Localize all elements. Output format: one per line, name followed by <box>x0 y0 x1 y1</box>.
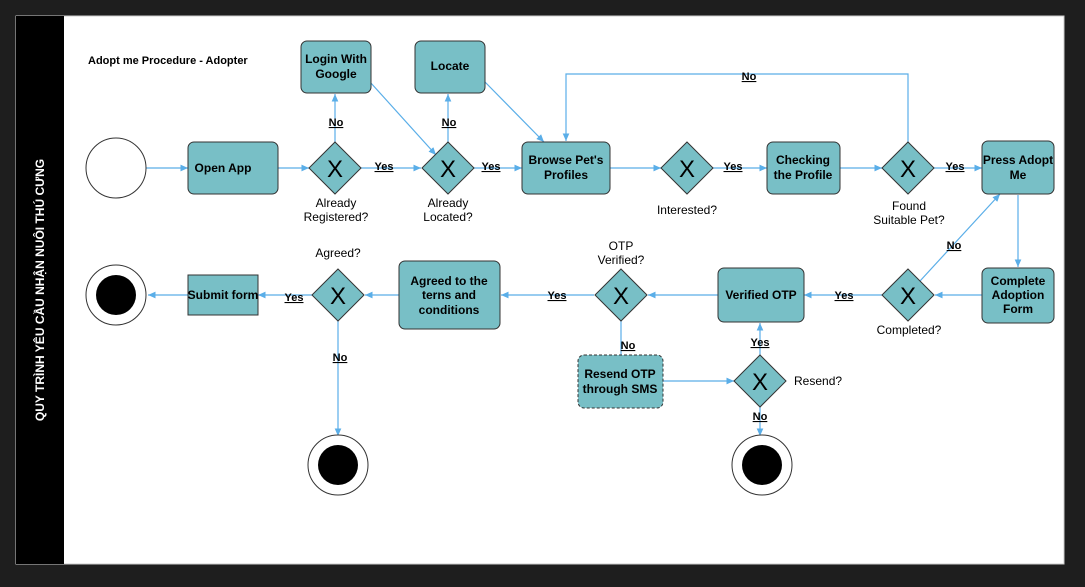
gateway-located: X <box>421 141 475 195</box>
task-label: Profiles <box>544 168 588 182</box>
connectors <box>146 73 1022 436</box>
flow-found-no <box>562 73 909 142</box>
gateway-marker: X <box>679 156 695 183</box>
gateway-label: Found <box>892 199 926 213</box>
flow-label-no: No <box>329 117 344 129</box>
task-label: Press Adopt <box>983 153 1053 167</box>
gateway-otp-verified: X <box>594 268 648 322</box>
task-locate: Locate <box>414 40 486 94</box>
diagram-title: Adopt me Procedure - Adopter <box>88 55 248 67</box>
gateway-label: Agreed? <box>315 246 361 260</box>
flow-locate-browse <box>484 81 545 143</box>
flow-completed-no <box>919 193 1001 282</box>
gateway-found: X <box>881 141 935 195</box>
task-label: Me <box>1010 168 1027 182</box>
start-event <box>85 137 147 199</box>
flow-label-no: No <box>753 411 768 423</box>
task-label: terns and <box>422 288 476 302</box>
task-label: Google <box>315 67 357 81</box>
gateway-agreed: X <box>311 268 365 322</box>
task-label: Verified OTP <box>725 288 796 302</box>
task-label: Browse Pet's <box>529 153 604 167</box>
task-label: Resend OTP <box>584 367 655 381</box>
gateway-completed: X <box>881 268 935 322</box>
task-browse-profiles: Browse Pet's Profiles <box>521 141 611 195</box>
gateway-marker: X <box>752 369 768 396</box>
gateway-interested: X <box>660 141 714 195</box>
gateway-label: Interested? <box>657 203 717 217</box>
task-press-adopt: Press Adopt Me <box>981 140 1055 195</box>
task-label: Agreed to the <box>410 274 488 288</box>
end-event-no-resend <box>731 434 793 496</box>
gateway-marker: X <box>330 283 346 310</box>
task-label: Form <box>1003 302 1033 316</box>
gateway-label: Already <box>316 196 357 210</box>
gateway-registered: X <box>308 141 362 195</box>
flow-label-no: No <box>621 340 636 352</box>
flow-login-located <box>369 81 437 156</box>
swimlane-title: QUY TRÌNH YÊU CẦU NHẬN NUÔI THÚ CƯNG <box>32 159 47 421</box>
gateway-marker: X <box>440 156 456 183</box>
task-label: Locate <box>431 59 470 73</box>
gateway-resend: X <box>733 354 787 408</box>
task-label: the Profile <box>774 168 833 182</box>
task-submit-form: Submit form <box>187 274 259 316</box>
task-login-google: Login With Google <box>300 40 372 94</box>
end-event-declined <box>307 434 369 496</box>
gateway-label: Resend? <box>794 374 842 388</box>
task-label: Adoption <box>992 288 1045 302</box>
flow-label-yes: Yes <box>375 161 394 173</box>
gateway-label: OTP <box>609 239 634 253</box>
gateway-label: Located? <box>423 210 473 224</box>
task-resend-otp: Resend OTP through SMS <box>577 354 664 409</box>
gateway-marker: X <box>900 156 916 183</box>
task-verified-otp: Verified OTP <box>717 267 805 323</box>
task-label: Checking <box>776 153 830 167</box>
task-agreed-terms: Agreed to the terns and conditions <box>398 260 501 330</box>
task-checking-profile: Checking the Profile <box>766 141 841 195</box>
gateway-marker: X <box>327 156 343 183</box>
task-label: Submit form <box>188 288 259 302</box>
flow-label-yes: Yes <box>548 290 567 302</box>
flow-label-no: No <box>333 352 348 364</box>
flow-label-yes: Yes <box>751 337 770 349</box>
gateway-marker: X <box>900 283 916 310</box>
task-open-app: Open App <box>187 141 279 195</box>
gateway-label: Suitable Pet? <box>873 213 945 227</box>
end-event-main <box>85 264 147 326</box>
flow-label-yes: Yes <box>835 290 854 302</box>
task-label: Login With <box>305 52 367 66</box>
flow-label-no: No <box>742 71 757 83</box>
flow-label-yes: Yes <box>285 292 304 304</box>
gateway-label: Completed? <box>877 323 942 337</box>
flow-label-yes: Yes <box>724 161 743 173</box>
gateway-label: Verified? <box>598 253 645 267</box>
task-label: through SMS <box>583 382 658 396</box>
flow-label-yes: Yes <box>946 161 965 173</box>
gateway-label: Registered? <box>304 210 369 224</box>
task-label: Open App <box>195 161 252 175</box>
task-label: conditions <box>419 303 480 317</box>
gateway-marker: X <box>613 283 629 310</box>
gateway-label: Already <box>428 196 469 210</box>
flow-label-yes: Yes <box>482 161 501 173</box>
task-label: Complete <box>991 274 1046 288</box>
flow-label-no: No <box>947 240 962 252</box>
flow-label-no: No <box>442 117 457 129</box>
swimlane-header <box>16 16 64 564</box>
task-complete-form: Complete Adoption Form <box>981 267 1055 324</box>
